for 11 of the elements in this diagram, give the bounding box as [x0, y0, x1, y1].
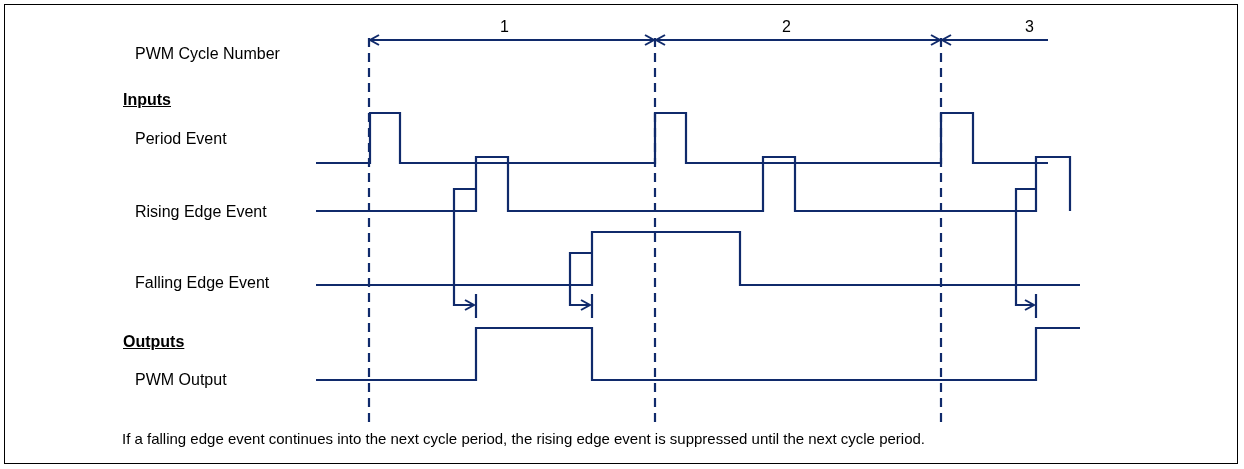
signal-name: Period Event — [135, 130, 227, 148]
section-heading: Inputs — [123, 91, 171, 109]
signal-name: PWM Output — [135, 371, 227, 389]
signal-name: Rising Edge Event — [135, 203, 267, 221]
signal-name: Falling Edge Event — [135, 274, 270, 292]
axis-label: PWM Cycle Number — [135, 45, 280, 63]
section-heading: Outputs — [123, 333, 185, 351]
cycle-number: 1 — [500, 18, 509, 36]
cycle-number: 3 — [1025, 18, 1034, 36]
cycle-number: 2 — [782, 18, 791, 36]
caption: If a falling edge event continues into the next cycle period, the rising edge event is suppressed until the next cycle period. — [122, 430, 925, 448]
